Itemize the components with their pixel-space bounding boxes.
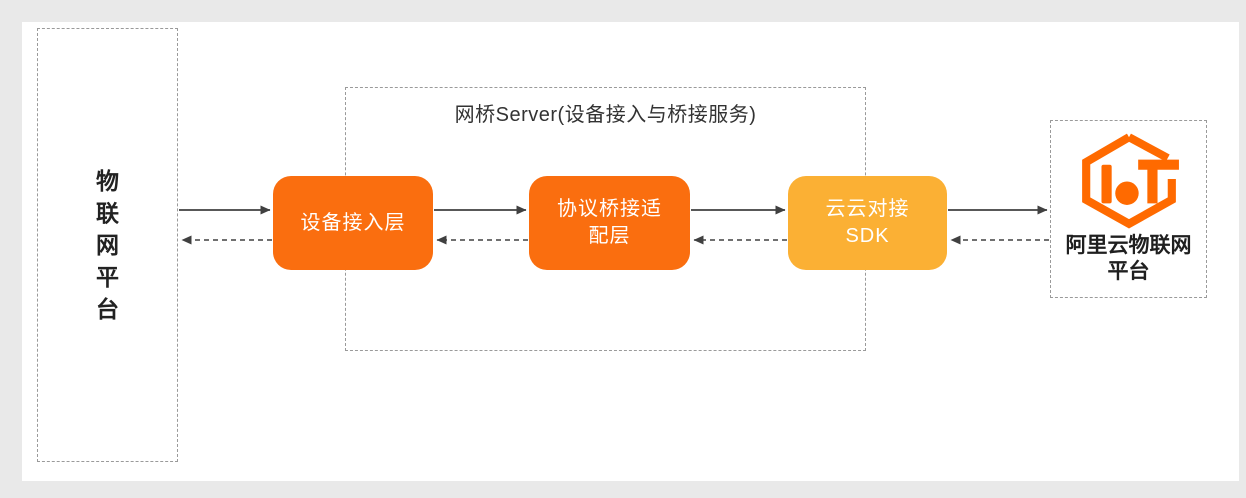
aliyun-iot-logo-icon — [1081, 133, 1179, 229]
node-cloud-cloud-sdk: 云云对接 SDK — [788, 176, 947, 270]
iot-platform-box: 物 联 网 平 台 — [37, 28, 178, 462]
node-protocol-bridge-adapter-layer-label: 协议桥接适 配层 — [557, 198, 662, 247]
node-protocol-bridge-adapter-layer: 协议桥接适 配层 — [529, 176, 690, 270]
aliyun-iot-platform-label: 阿里云物联网 平台 — [1065, 234, 1192, 283]
node-device-access-layer-label: 设备接入层 — [300, 211, 406, 234]
iot-platform-label: 物 联 网 平 台 — [96, 168, 119, 322]
node-cloud-cloud-sdk-label: 云云对接 SDK — [825, 198, 910, 247]
aliyun-iot-platform-box: 阿里云物联网 平台 — [1050, 120, 1207, 298]
bridge-server-title: 网桥Server(设备接入与桥接服务) — [454, 104, 757, 126]
node-device-access-layer: 设备接入层 — [273, 176, 433, 270]
